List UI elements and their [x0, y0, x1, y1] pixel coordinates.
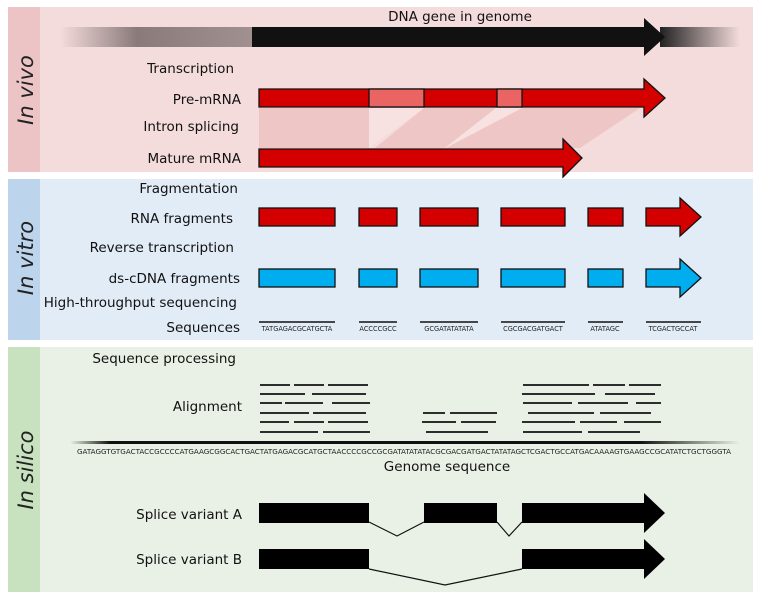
- in-silico-side-band: [8, 347, 40, 592]
- exon-1: [259, 549, 369, 569]
- reverse-transcription-label: Reverse transcription: [90, 240, 234, 256]
- read-sequence: TCGACTGCCAT: [648, 325, 699, 333]
- cdna-fragment: [258, 268, 336, 288]
- hts-label: High-throughput sequencing: [44, 295, 237, 311]
- splice-shade: [259, 108, 369, 148]
- read-sequence: CGCGACGATGACT: [503, 325, 564, 333]
- exon-1: [259, 503, 369, 523]
- intron-connector: [368, 568, 523, 586]
- rna-fragments: [258, 196, 702, 238]
- cdna-fragment: [587, 268, 624, 288]
- sequence-processing-label: Sequence processing: [92, 351, 236, 367]
- intron-1: [368, 88, 425, 108]
- splice-variant-a-label: Splice variant A: [136, 507, 243, 523]
- in-vitro-background: [8, 179, 753, 340]
- rna-fragment: [358, 207, 398, 227]
- in-vitro-section: In vitro Fragmentation RNA fragments Rev…: [8, 179, 753, 340]
- cdna-fragment: [358, 268, 398, 288]
- splice-shade: [375, 108, 496, 148]
- sequence-reads: TATGAGACGCATGCTA ACCCCGCC GCGATATATATA C…: [259, 321, 701, 333]
- exon-3-arrow: [522, 539, 665, 579]
- sequences-label: Sequences: [166, 320, 240, 336]
- in-vivo-label: In vivo: [14, 55, 38, 125]
- rna-fragments-label: RNA fragments: [131, 211, 234, 227]
- intron-connector: [368, 521, 425, 537]
- in-vitro-side-band: [8, 179, 40, 340]
- mature-mrna-label: Mature mRNA: [148, 151, 242, 167]
- exon-2: [424, 503, 497, 523]
- rna-fragment: [587, 207, 624, 227]
- rna-fragment: [419, 207, 479, 227]
- genome-sequence-label: Genome sequence: [384, 459, 510, 475]
- intron-shade: [445, 108, 522, 148]
- intron-shade: [369, 108, 424, 148]
- rna-fragment: [500, 207, 566, 227]
- read-sequence: TATGAGACGCATGCTA: [261, 325, 333, 333]
- splice-variant-b: [259, 539, 665, 586]
- fragmentation-label: Fragmentation: [139, 181, 238, 197]
- read-sequence: ACCCCGCC: [359, 325, 397, 333]
- pre-mrna-label: Pre-mRNA: [173, 92, 242, 108]
- genome-line: [70, 441, 740, 444]
- alignment-label: Alignment: [173, 399, 242, 415]
- in-vitro-label: In vitro: [14, 221, 38, 295]
- cdna-fragments-label: ds-cDNA fragments: [109, 271, 240, 287]
- aligned-reads: [260, 384, 661, 433]
- read-sequence: GCGATATATATA: [424, 325, 474, 333]
- rna-fragment: [258, 207, 336, 227]
- intron-splicing-label: Intron splicing: [143, 119, 239, 135]
- splice-variant-b-label: Splice variant B: [136, 552, 242, 568]
- dna-upstream-fade: [60, 27, 252, 47]
- in-vivo-section: In vivo DNA gene in genome Transcription…: [8, 7, 753, 179]
- rna-fragment-arrow: [645, 196, 702, 238]
- dna-gene-arrow: [252, 18, 665, 56]
- mature-mrna-arrow: [258, 137, 583, 179]
- in-silico-section: In silico Sequence processing Alignment: [8, 347, 753, 592]
- splice-shade: [446, 108, 640, 148]
- cdna-fragment-arrow: [645, 257, 702, 299]
- transcription-label: Transcription: [146, 61, 234, 77]
- dna-gene-label: DNA gene in genome: [388, 9, 532, 25]
- in-vivo-side-band: [8, 7, 40, 172]
- cdna-fragment: [419, 268, 479, 288]
- read-sequence: ATATAGC: [590, 325, 620, 333]
- pre-mrna-arrow: [258, 77, 666, 119]
- genome-sequence: GATAGGTGTGACTACCGCCCCATGAAGCGGCACTGACTAT…: [77, 448, 731, 456]
- dna-downstream-fade: [660, 27, 740, 47]
- splice-variant-a: [259, 493, 665, 537]
- intron-connector: [496, 521, 523, 537]
- cdna-fragments: [258, 257, 702, 299]
- cdna-fragment: [500, 268, 566, 288]
- intron-2: [496, 88, 523, 108]
- in-silico-label: In silico: [14, 430, 38, 509]
- exon-3-arrow: [522, 493, 665, 533]
